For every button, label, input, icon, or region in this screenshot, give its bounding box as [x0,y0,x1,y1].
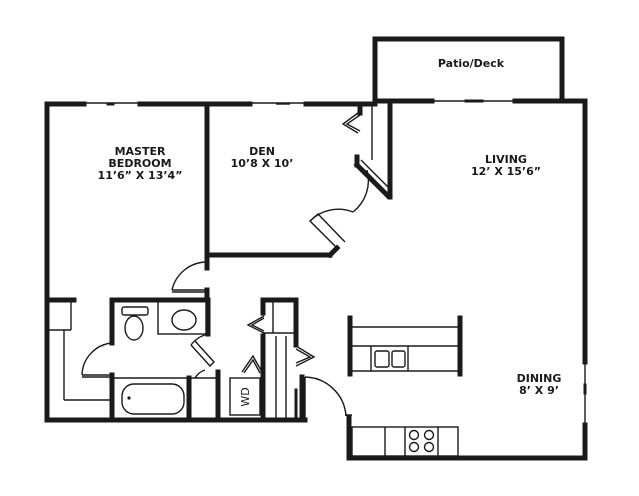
interior-walls [44,98,393,423]
master-bedroom-dimensions: 11’6” X 13’4” [98,169,183,182]
patio-label: Patio/Deck [438,57,505,70]
master-bedroom-label: MASTER [115,145,166,158]
patio-deck [372,36,565,104]
living-dimensions: 12’ X 15’6” [471,165,541,178]
den-dimensions: 10’8 X 10’ [231,157,294,170]
washer-dryer-label: WD [239,387,252,406]
outer-walls [44,98,588,461]
room-labels: MASTER BEDROOM 11’6” X 13’4” DEN 10’8 X … [98,57,562,407]
dining-label: DINING [517,372,562,385]
master-bedroom-label-2: BEDROOM [108,157,171,170]
dining-dimensions: 8’ X 9’ [519,384,559,397]
den-label: DEN [249,145,275,158]
kitchen [347,315,463,457]
living-label: LIVING [485,153,527,166]
